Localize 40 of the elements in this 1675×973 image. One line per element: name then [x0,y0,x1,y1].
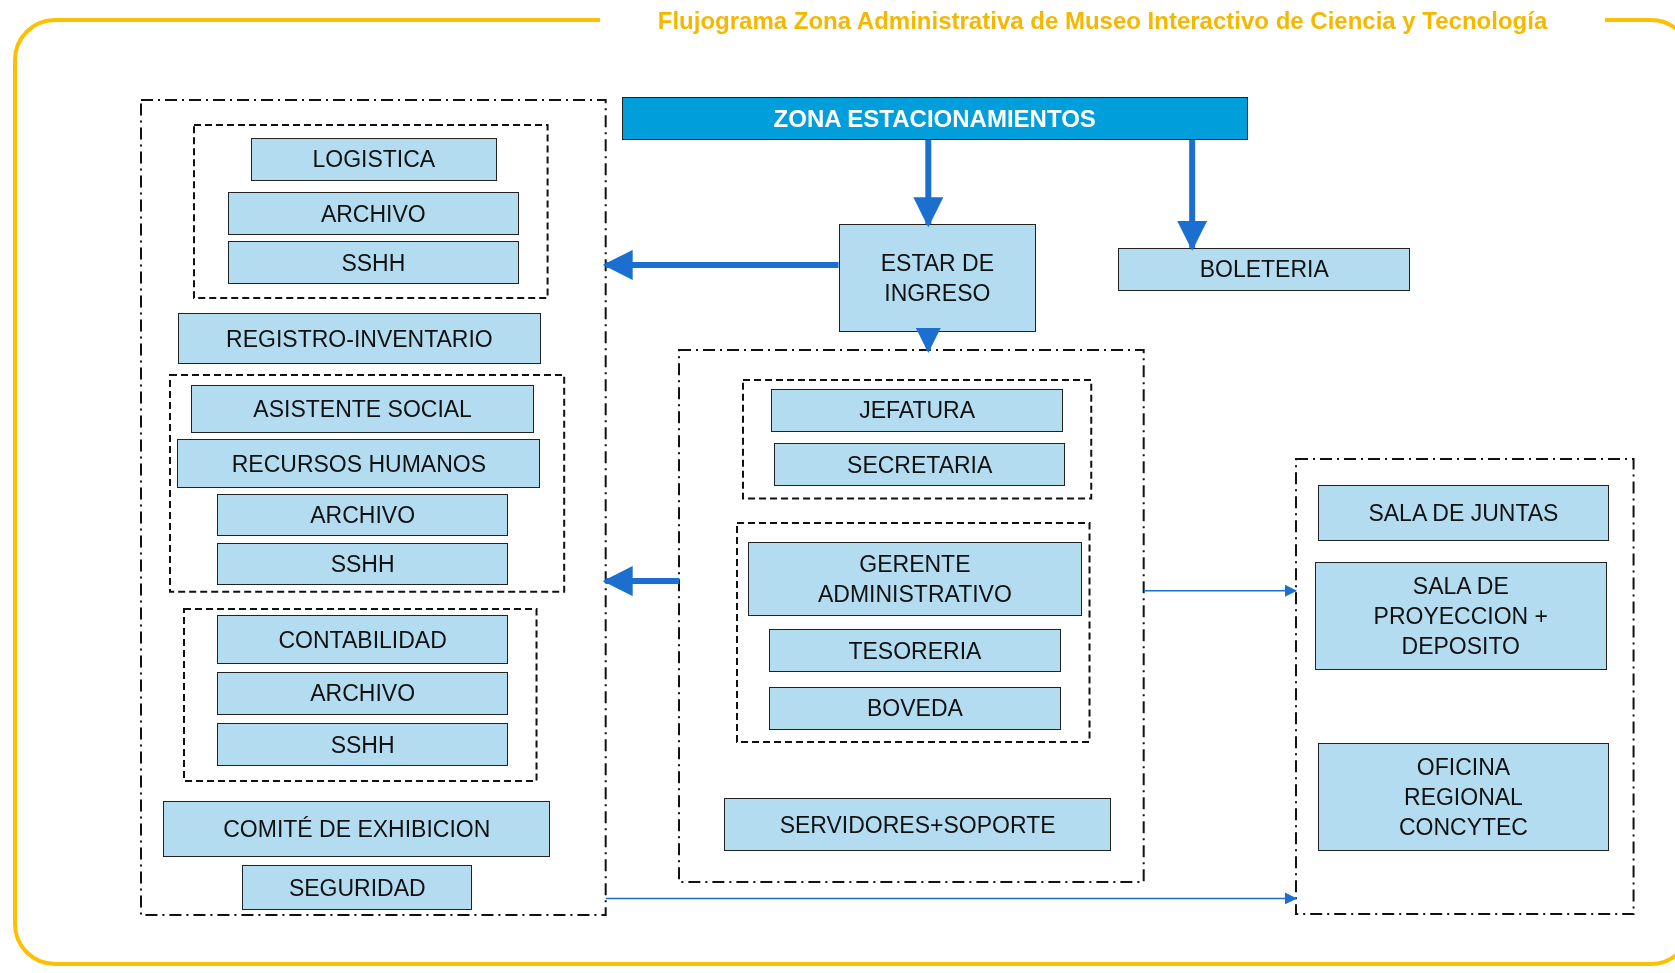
arrow [1177,139,1208,251]
process-box: ARCHIVO [227,192,520,235]
group-frame [679,350,1145,883]
group-frame [194,124,548,298]
process-box: ZONA ESTACIONAMIENTOS [621,97,1248,140]
process-box: ESTAR DE INGRESO [838,224,1037,333]
group-frame [1295,459,1634,915]
process-box: SALA DE JUNTAS [1318,484,1609,541]
arrow [602,249,839,280]
process-box: ARCHIVO [216,493,509,537]
process-box: SSHH [227,241,520,285]
group-frame [169,374,564,592]
process-box: SEGURIDAD [242,865,473,911]
process-box: JEFATURA [771,388,1063,432]
process-box: OFICINA REGIONAL CONCYTEC [1318,743,1609,852]
process-box: GERENTE ADMINISTRATIVO [747,541,1083,617]
process-box: SALA DE PROYECCION + DEPOSITO [1315,561,1607,670]
process-box: BOVEDA [769,686,1061,730]
process-box: REGISTRO-INVENTARIO [178,313,541,365]
arrow [604,892,1297,905]
process-box: ASISTENTE SOCIAL [191,384,535,433]
group-frame [737,523,1090,743]
arrow [915,327,941,353]
process-box: SSHH [216,542,509,586]
process-box: LOGISTICA [251,137,497,181]
process-box: SECRETARIA [774,443,1065,486]
process-box: BOLETERIA [1118,247,1411,291]
arrow [602,566,680,597]
group-frame [183,608,537,781]
process-box: ARCHIVO [216,671,509,715]
arrow [1143,584,1297,597]
process-box: CONTABILIDAD [216,615,509,665]
process-box: TESORERIA [769,629,1061,672]
process-box: SERVIDORES+SOPORTE [724,797,1111,852]
group-frame [743,380,1092,499]
arrow [913,139,944,228]
process-box: COMITÉ DE EXHIBICION [163,801,551,857]
group-frame [141,100,606,916]
process-box: SSHH [216,723,509,766]
process-box: RECURSOS HUMANOS [177,439,541,489]
